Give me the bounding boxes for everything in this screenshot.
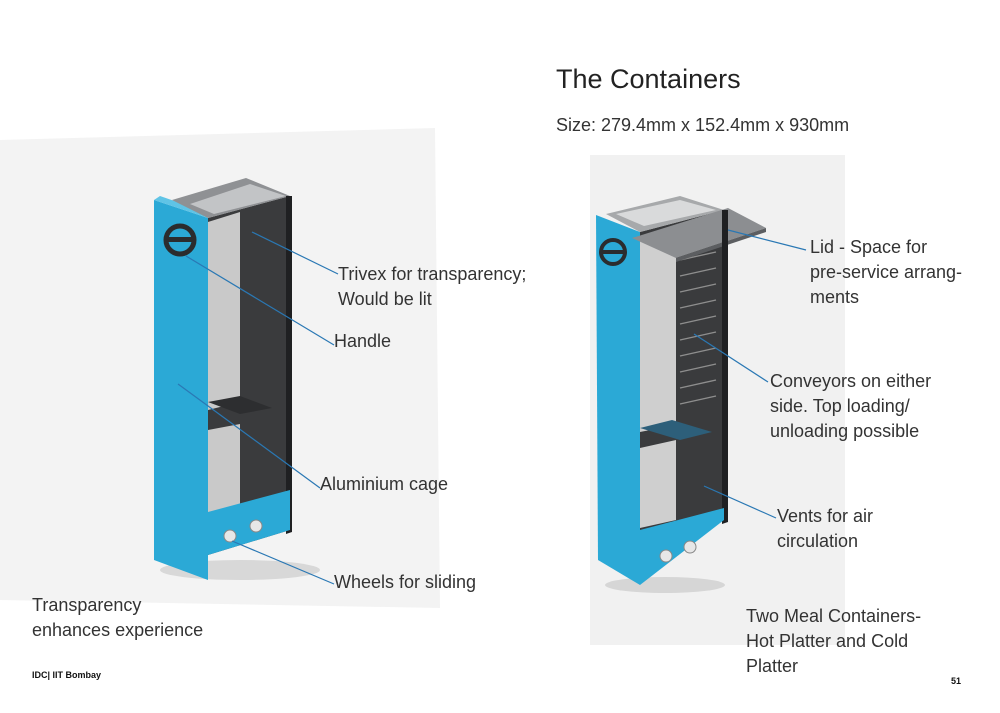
leader-handle [185,255,335,346]
label-wheels: Wheels for sliding [334,572,477,592]
right-leader-lines [693,229,807,519]
left-leader-lines [177,231,339,585]
label-vents-line1: Vents for air [777,506,874,526]
left-caption-line1: Transparency [32,595,142,615]
label-aluminium-cage: Aluminium cage [320,474,449,494]
label-trivex-line2: Would be lit [338,289,432,309]
label-trivex-line1: Trivex for transparency; [338,264,527,284]
leader-lid [727,229,807,251]
right-container-render [596,196,766,593]
leader-conveyors [693,333,769,383]
label-lid-line2: pre-service arrang- [810,262,963,282]
leader-aluminium [177,383,321,489]
right-caption-line2: Hot Platter and Cold [746,631,909,651]
label-handle: Handle [334,331,392,351]
label-conveyors-line1: Conveyors on either [770,371,932,391]
leader-trivex [251,231,339,275]
label-vents-line2: circulation [777,531,859,551]
page-subtitle: Size: 279.4mm x 152.4mm x 930mm [556,115,850,135]
label-conveyors-line2: side. Top loading/ [770,396,910,416]
left-container-render [154,178,320,580]
page-number: 51 [951,676,962,686]
leader-vents [703,485,777,519]
label-conveyors-line3: unloading possible [770,421,920,441]
label-lid-line1: Lid - Space for [810,237,928,257]
leader-wheels [231,540,335,585]
right-caption-line1: Two Meal Containers- [746,606,922,626]
footer-institution: IDC| IIT Bombay [32,670,102,680]
label-lid-line3: ments [810,287,860,307]
left-caption-line2: enhances experience [32,620,204,640]
page-title: The Containers [556,64,741,94]
right-caption-line3: Platter [746,656,799,676]
